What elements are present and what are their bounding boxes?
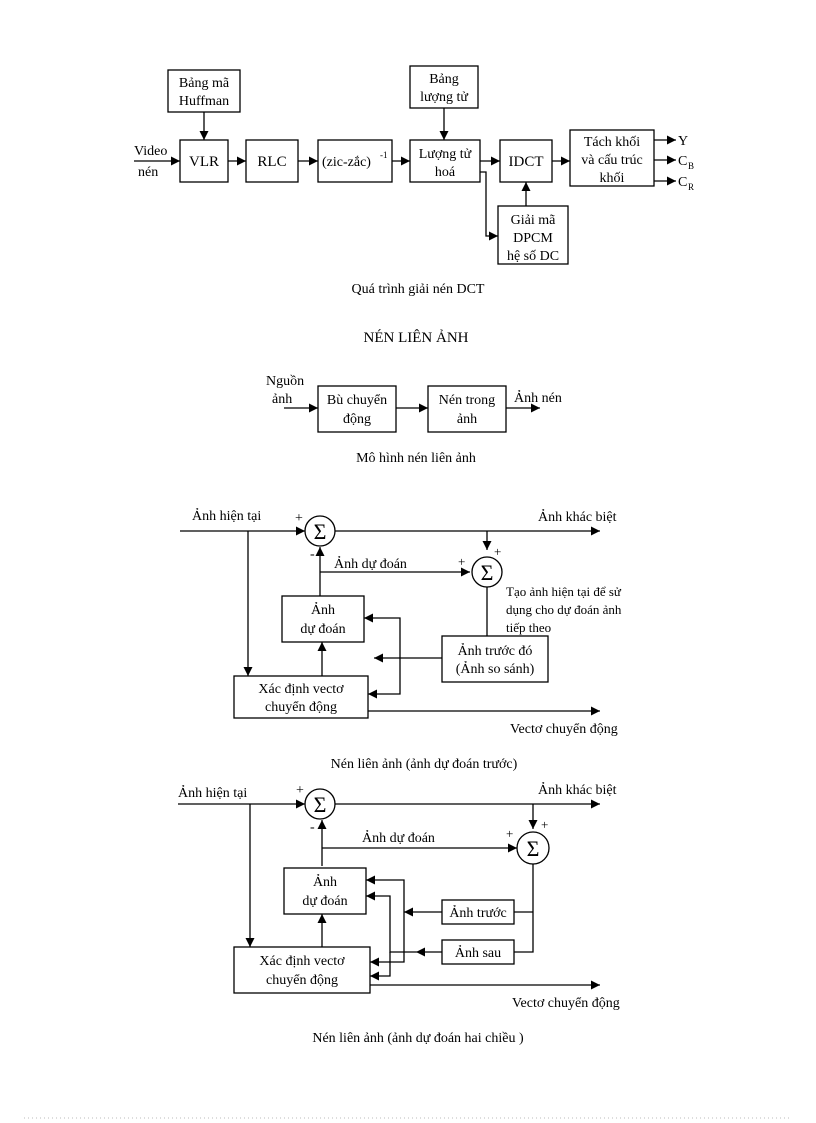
forward-prediction-diagram: Ảnh hiện tại Σ + - Ảnh khác biệt + Ảnh d… <box>180 507 622 772</box>
box-label: Nén trong <box>439 393 495 408</box>
sigma-symbol: Σ <box>481 560 494 585</box>
box-label: Bảng <box>429 72 459 87</box>
arrow <box>364 613 401 658</box>
previous-frame-box <box>441 635 549 683</box>
output-cr-label: C <box>678 175 687 190</box>
figure-caption: Nén liên ảnh (ảnh dự đoán trước) <box>331 757 518 772</box>
arrow <box>368 658 401 699</box>
bidirectional-prediction-diagram: Ảnh hiện tại Σ + - Ảnh khác biệt + Ảnh d… <box>178 781 620 1046</box>
box-label: Ảnh trước đó <box>458 642 533 659</box>
box-label: chuyển động <box>266 973 338 988</box>
prediction-label: Ảnh dự đoán <box>334 555 407 572</box>
box-label: dự đoán <box>300 622 345 637</box>
arrow <box>366 875 405 912</box>
motion-vector-label: Vectơ chuyển động <box>510 722 618 737</box>
box-label: Ảnh <box>313 873 337 890</box>
box-label: khối <box>600 171 625 186</box>
minus-sign: - <box>310 547 315 562</box>
motion-vector-box <box>233 675 369 719</box>
block-split-box <box>569 129 655 187</box>
input-label: Video <box>134 144 167 159</box>
box-label: RLC <box>257 154 286 170</box>
box-label: chuyển động <box>265 700 337 715</box>
motion-compensation-box <box>317 385 397 433</box>
difference-label: Ảnh khác biệt <box>538 508 617 525</box>
dct-decoder-diagram: Video nén Bảng mã Huffman VLR RLC (zic-z… <box>134 65 694 297</box>
note-label: dụng cho dự đoán ảnh <box>506 602 622 617</box>
box-label: dự đoán <box>302 894 347 909</box>
output-cb-label: C <box>678 154 687 169</box>
note-label: tiếp theo <box>506 620 551 635</box>
prediction-box <box>281 595 365 643</box>
box-label: lượng tử <box>420 90 468 105</box>
output-cb-subscript: B <box>688 161 694 171</box>
plus-sign: + <box>295 511 303 526</box>
box-label: Bù chuyển <box>327 393 387 408</box>
box-label: Xác định vectơ <box>259 954 345 969</box>
output-y-label: Y <box>678 134 688 149</box>
figure-caption: Quá trình giải nén DCT <box>352 282 485 297</box>
box-label: Bảng mã <box>179 76 230 91</box>
arrow <box>370 952 391 981</box>
dpcm-box <box>497 205 569 265</box>
box-label: hoá <box>435 165 456 180</box>
box-label: Huffman <box>179 94 229 109</box>
box-label: Tách khối <box>584 135 640 150</box>
output-cr-subscript: R <box>688 182 694 192</box>
output-label: Ảnh nén <box>514 389 562 406</box>
plus-sign: + <box>296 783 304 798</box>
inter-frame-model-diagram: Nguồn ảnh Bù chuyển động Nén trong ảnh Ả… <box>266 374 562 466</box>
box-label: và cấu trúc <box>581 153 642 168</box>
difference-label: Ảnh khác biệt <box>538 781 617 798</box>
arrow <box>370 912 405 967</box>
box-label: Ảnh sau <box>455 944 501 961</box>
box-label: hệ số DC <box>507 249 559 264</box>
box-label: Ảnh trước <box>449 904 506 921</box>
box-label: ảnh <box>457 412 477 427</box>
arrow <box>366 891 416 953</box>
intra-compression-box <box>427 385 507 433</box>
motion-vector-label: Vectơ chuyển động <box>512 996 620 1011</box>
plus-sign: + <box>458 554 465 569</box>
box-label: VLR <box>189 154 219 170</box>
quantize-box <box>409 139 481 183</box>
box-label: Ảnh <box>311 601 335 618</box>
box-label: (Ảnh so sánh) <box>456 660 535 677</box>
minus-sign: - <box>310 820 315 835</box>
sigma-symbol: Σ <box>314 792 327 817</box>
arrow <box>480 171 498 241</box>
connector <box>514 864 534 953</box>
section-title: NÉN LIÊN ẢNH <box>364 329 469 346</box>
next-frame-box <box>441 939 515 965</box>
motion-vector-box <box>233 946 371 994</box>
box-label: động <box>343 412 371 427</box>
note-label: Tạo ảnh hiện tại để sử <box>506 584 622 599</box>
box-label: IDCT <box>509 154 544 170</box>
box-label: DPCM <box>513 231 553 246</box>
box-label: Xác định vectơ <box>258 682 344 697</box>
figure-caption: Mô hình nén liên ảnh <box>356 451 476 466</box>
box-label: (zic-zắc) <box>322 155 371 170</box>
zigzag-box <box>317 139 393 183</box>
plus-sign: + <box>506 826 513 841</box>
box-label: Lượng tử <box>419 147 472 162</box>
rlc-box <box>245 139 299 183</box>
source-label: ảnh <box>272 392 292 407</box>
sigma-symbol: Σ <box>527 836 540 861</box>
source-label: Nguồn <box>266 374 304 389</box>
prediction-label: Ảnh dự đoán <box>362 829 435 846</box>
box-label: Giải mã <box>511 213 556 228</box>
input-label: nén <box>138 165 158 180</box>
exponent-label: -1 <box>380 150 388 160</box>
plus-sign: + <box>541 817 548 832</box>
figure-caption: Nén liên ảnh (ảnh dự đoán hai chiều ) <box>312 1031 524 1046</box>
current-frame-label: Ảnh hiện tại <box>192 507 261 524</box>
current-frame-label: Ảnh hiện tại <box>178 784 247 801</box>
quant-table-box <box>409 65 479 109</box>
plus-sign: + <box>494 544 501 559</box>
sigma-symbol: Σ <box>314 519 327 544</box>
